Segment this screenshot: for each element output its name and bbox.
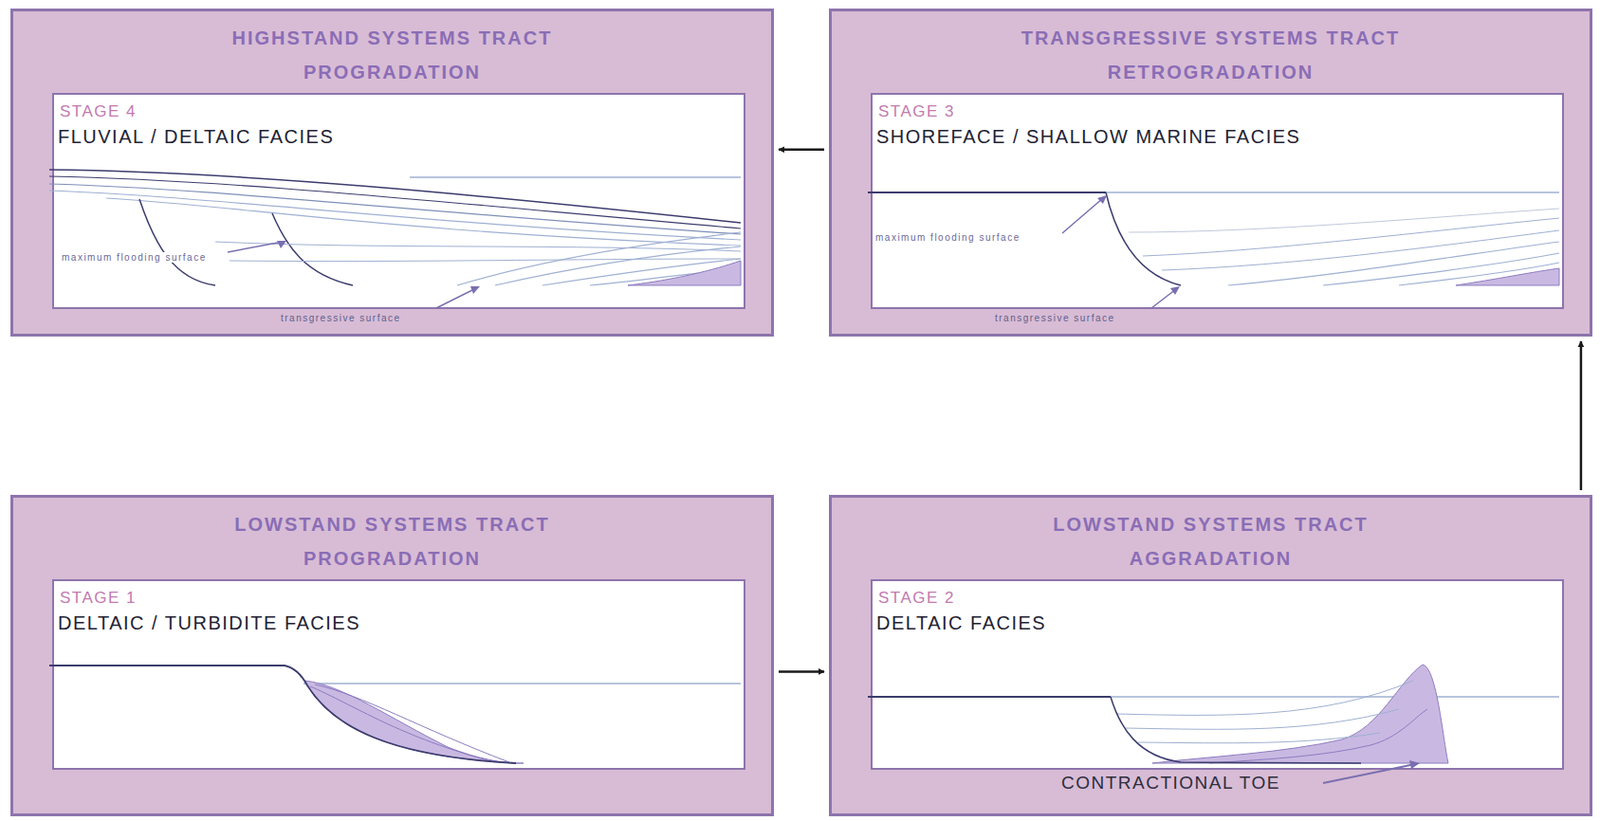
section-line — [139, 199, 216, 286]
section-line — [106, 198, 741, 246]
section-line — [1110, 697, 1361, 764]
section-line — [49, 176, 741, 229]
systems-tract-panel: STAGE 3 SHOREFACE / SHALLOW MARINE FACIES… — [828, 8, 1593, 337]
stage-label: STAGE 2 — [878, 588, 1563, 608]
stage-arrow — [778, 670, 825, 674]
leader-line — [436, 288, 477, 309]
section-line — [272, 213, 353, 286]
stage4-section — [49, 169, 741, 286]
section-line — [1142, 218, 1560, 257]
facies-label: DELTAIC FACIES — [876, 611, 1563, 635]
section-line — [1138, 733, 1380, 744]
stage2-section — [867, 664, 1560, 764]
surface-label: maximum flooding surface — [873, 232, 1023, 243]
section-line — [1170, 286, 1180, 295]
leader-line — [1151, 289, 1177, 309]
section-line — [542, 258, 741, 286]
section-line — [1323, 253, 1560, 286]
section-line — [470, 286, 480, 295]
label-holder: maximum flooding surface — [59, 247, 209, 265]
systems-tract-panel: STAGE 1 DELTAIC / TURBIDITE FACIES LOWSTAN… — [10, 495, 774, 817]
facies-label: DELTAIC / TURBIDITE FACIES — [57, 611, 744, 635]
section-line — [1128, 208, 1560, 233]
panel-title: LOWSTAND SYSTEMS TRACT PROGRADATION — [155, 507, 630, 576]
systems-tract-panel: STAGE 2 DELTAIC FACIES LOWSTAND SYSTEMS TR… — [828, 495, 1593, 817]
section-line — [1116, 680, 1414, 716]
label-holder: transgressive surface — [993, 308, 1118, 326]
section-line — [1105, 192, 1181, 286]
leader-line — [227, 241, 283, 253]
section-line — [1455, 268, 1560, 286]
section-line — [1110, 696, 1560, 699]
surface-label: maximum flooding surface — [59, 252, 209, 263]
surface-label: transgressive surface — [278, 312, 404, 324]
stage3-section — [867, 192, 1560, 286]
panel-title: HIGHSTAND SYSTEMS TRACT PROGRADATION — [155, 20, 630, 90]
stage-arrow — [1580, 341, 1583, 491]
section-line — [867, 191, 1106, 194]
stage-arrow — [778, 148, 825, 152]
section-line — [229, 258, 741, 262]
stage-box: STAGE 3 SHOREFACE / SHALLOW MARINE FACIES — [870, 92, 1564, 310]
section-line — [215, 241, 741, 252]
label-holder: CONTRACTIONAL TOE — [1059, 772, 1283, 794]
section-line — [1409, 760, 1420, 770]
section-line — [49, 190, 741, 240]
stage-label: STAGE 3 — [878, 102, 1563, 122]
leader-line — [1062, 198, 1104, 234]
section-line — [49, 169, 741, 223]
section-line — [49, 665, 516, 764]
section-line — [305, 680, 524, 764]
section-line — [457, 232, 741, 286]
section-line — [589, 268, 741, 286]
panel-title: LOWSTAND SYSTEMS TRACT AGGRADATION — [974, 507, 1449, 576]
structure-label: CONTRACTIONAL TOE — [1059, 772, 1283, 794]
section-line — [303, 682, 741, 685]
section-line — [276, 240, 287, 249]
section-line — [1125, 709, 1399, 730]
stage-box: STAGE 4 FLUVIAL / DELTAIC FACIES — [52, 92, 746, 310]
section-line — [867, 696, 1111, 699]
leader-line — [1323, 764, 1416, 784]
stage-box: STAGE 1 DELTAIC / TURBIDITE FACIES — [52, 579, 746, 771]
section-line — [1161, 230, 1560, 271]
section-line — [1097, 195, 1107, 204]
facies-label: FLUVIAL / DELTAIC FACIES — [57, 125, 744, 148]
section-line — [1209, 709, 1428, 764]
facies-label: SHOREFACE / SHALLOW MARINE FACIES — [876, 125, 1563, 148]
section-line — [1228, 241, 1560, 286]
section-line — [1105, 191, 1560, 194]
section-line — [310, 686, 496, 763]
section-line — [1152, 664, 1449, 764]
systems-tract-panel: STAGE 4 FLUVIAL / DELTAIC FACIES HIGHSTAND… — [10, 8, 774, 337]
section-line — [409, 176, 741, 179]
section-line — [314, 684, 510, 763]
surface-label: transgressive surface — [993, 312, 1118, 324]
section-line — [1398, 262, 1560, 286]
stage1-section — [49, 665, 741, 764]
section-line — [627, 260, 741, 286]
panel-title: TRANSGRESSIVE SYSTEMS TRACT RETROGRADATI… — [974, 20, 1449, 90]
label-holder: maximum flooding surface — [873, 227, 1023, 245]
section-line — [49, 183, 741, 235]
stage-label: STAGE 1 — [59, 588, 744, 608]
stage-label: STAGE 4 — [59, 102, 744, 122]
section-line — [495, 246, 741, 286]
label-holder: transgressive surface — [278, 308, 404, 326]
stage-box: STAGE 2 DELTAIC FACIES — [870, 579, 1564, 771]
